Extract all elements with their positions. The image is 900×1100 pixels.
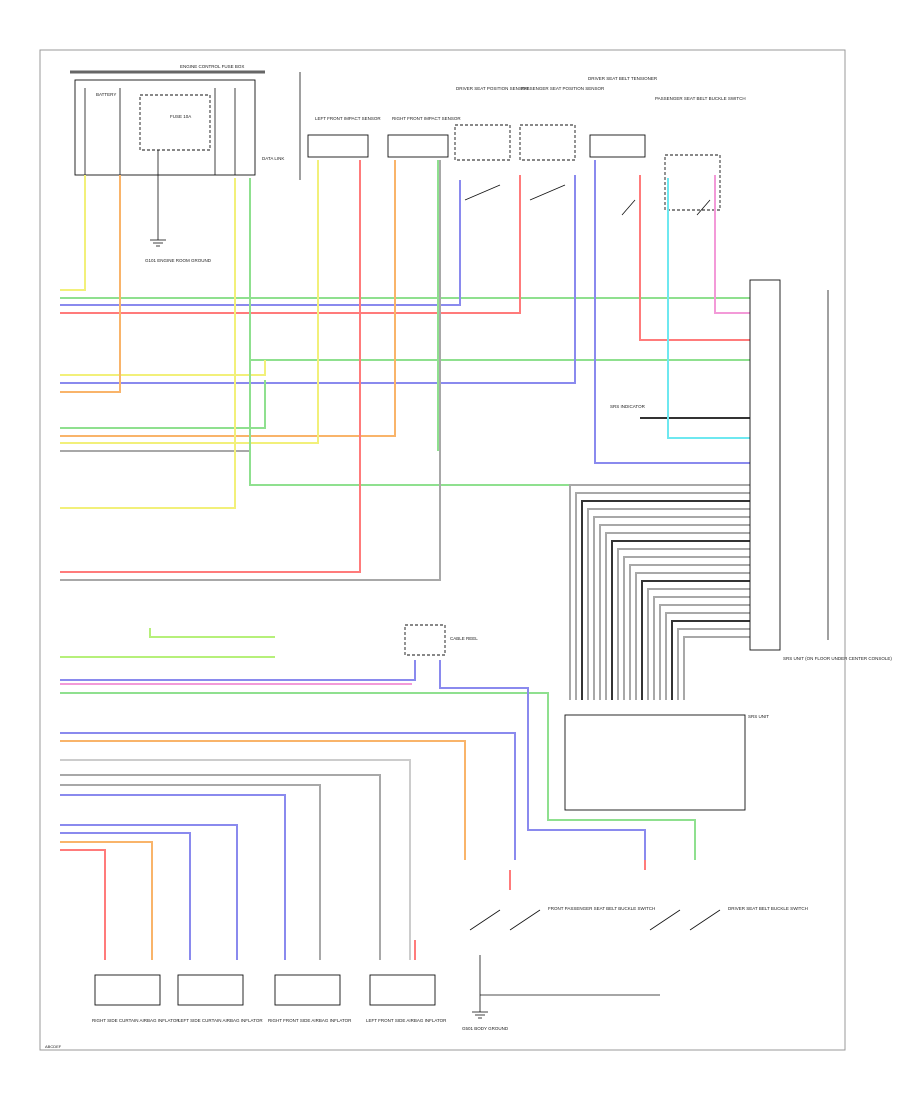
wire-red-37	[60, 849, 106, 960]
buckle-switches: FRONT PASSENGER SEAT BELT BUCKLE SWITCH …	[462, 906, 808, 1031]
srs-fan-wire-17	[671, 620, 760, 700]
sensor-label-4: DRIVER SEAT BELT TENSIONER	[588, 76, 658, 81]
wire-blue-34	[60, 824, 238, 960]
wire-blue-35	[60, 832, 191, 960]
srs-fan-wire-9	[623, 556, 760, 700]
wire-gray-18	[60, 160, 441, 581]
sensor-label-1: RIGHT FRONT IMPACT SENSOR	[392, 116, 461, 121]
srs-fan-wire-0	[569, 484, 760, 700]
sensor-label-3: PASSENGER SEAT POSITION SENSOR	[521, 86, 605, 91]
wire-orange-9	[60, 175, 121, 393]
wire-yellow-16	[60, 178, 236, 509]
impact-sensors: LEFT FRONT IMPACT SENSOR RIGHT FRONT IMP…	[307, 76, 746, 216]
srs-indicator-label: SRS INDICATOR	[610, 404, 646, 409]
wire-yellow-7	[60, 360, 266, 376]
front-pass-buckle-label: FRONT PASSENGER SEAT BELT BUCKLE SWITCH	[548, 906, 655, 911]
clock-spring-label: CABLE REEL	[450, 636, 478, 641]
bat-label: BATTERY	[96, 92, 116, 97]
wire-blue-28	[60, 732, 516, 860]
driver-seat-belt-tensioner	[589, 134, 646, 158]
srs-fan-wire-3	[587, 508, 760, 700]
srs-fan-wire-16	[665, 612, 760, 700]
cable-reel-box	[404, 624, 446, 656]
wire-green-10	[60, 380, 266, 429]
fuse-label: FUSE 10A	[170, 114, 191, 119]
srs-fan-wire-4	[593, 516, 760, 700]
wire-yellow-0	[60, 175, 86, 291]
srs-unit-connector: SRS UNIT (ON FLOOR UNDER CENTER CONSOLE)…	[610, 279, 892, 661]
wire-blue-21	[594, 160, 760, 464]
srs-fan-wire-6	[605, 532, 760, 700]
driver-seat-position-sensor	[454, 124, 511, 161]
fuse-module	[139, 94, 211, 151]
wire-blue-33	[60, 794, 286, 960]
right-front-impact-sensor	[387, 134, 449, 158]
wire-orange-36	[60, 841, 153, 960]
wire-lime-22	[149, 628, 275, 638]
wire-ltgray-30	[60, 759, 411, 960]
srs-fan-wire-7	[611, 540, 760, 700]
srs-fan-wire-8	[617, 548, 760, 700]
srs-fan-wire-15	[659, 604, 760, 700]
fuse-box-label: ENGINE CONTROL FUSE BOX	[180, 64, 244, 69]
srs-fan-wire-11	[635, 572, 760, 700]
srs-fan-wire-12	[641, 580, 760, 700]
wire-blue-2	[60, 180, 461, 306]
srs-fan-wire-19	[683, 636, 760, 700]
wire-gray-32	[60, 784, 321, 960]
wire-red-17	[60, 160, 361, 573]
side-airbag-r-label: RIGHT FRONT SIDE AIRBAG INFLATOR	[268, 1018, 352, 1023]
cable-reel: CABLE REEL	[404, 624, 478, 656]
ecm-side-label: DATA LINK	[262, 156, 284, 161]
wire-orange-29	[60, 740, 466, 860]
wire-orange-11	[60, 160, 396, 437]
right-curtain-inflator	[94, 974, 161, 1006]
left-side-airbag-inflator	[369, 974, 436, 1006]
wire-cyan-20	[667, 178, 760, 439]
srs-fan-wire-13	[647, 588, 760, 700]
srs-unit-body	[564, 714, 746, 811]
srs-unit-label: SRS UNIT	[748, 714, 769, 719]
left-front-impact-sensor	[307, 134, 369, 158]
sensor-label-2: DRIVER SEAT POSITION SENSOR	[456, 86, 529, 91]
ground-left-label: G101 ENGINE ROOM GROUND	[145, 258, 212, 263]
wire-blue-24	[60, 660, 416, 681]
wire-blue-8	[60, 175, 576, 384]
right-side-airbag-inflator	[274, 974, 341, 1006]
sensor-label-5: PASSENGER SEAT BELT BUCKLE SWITCH	[655, 96, 746, 101]
side-airbag-l-label: LEFT FRONT SIDE AIRBAG INFLATOR	[366, 1018, 447, 1023]
srs-unit-side: SRS UNIT (ON FLOOR UNDER CENTER CONSOLE)	[783, 656, 892, 661]
srs-fan-wire-18	[677, 628, 760, 700]
corner-tag: ABCDEF	[45, 1044, 62, 1049]
sensor-label-0: LEFT FRONT IMPACT SENSOR	[315, 116, 381, 121]
srs-fan-wire-1	[575, 492, 760, 700]
passenger-seat-position-sensor	[519, 124, 576, 161]
srs-fan-wire-10	[629, 564, 760, 700]
wire-red-5	[639, 175, 760, 341]
wire-yellow-12	[60, 160, 319, 444]
inflators: RIGHT SIDE CURTAIN AIRBAG INFLATOR LEFT …	[92, 974, 447, 1023]
wire-green-26	[60, 692, 696, 860]
fuse-box: ENGINE CONTROL FUSE BOX FUSE 10A BATTERY…	[70, 64, 301, 263]
ground-bottom-label: G501 BODY GROUND	[462, 1026, 509, 1031]
srs-fan-wire-14	[653, 596, 760, 700]
srs-fan-wire-2	[581, 500, 760, 700]
wire-blue-27	[439, 660, 646, 860]
passenger-buckle-switch	[664, 154, 721, 211]
right-curtain-label: RIGHT SIDE CURTAIN AIRBAG INFLATOR	[92, 1018, 180, 1023]
wire-gray-31	[60, 774, 381, 960]
srs-connector-block	[749, 279, 781, 651]
left-curtain-inflator	[177, 974, 244, 1006]
srs-fan-wire-5	[599, 524, 760, 700]
wire-red-3	[60, 175, 521, 314]
left-curtain-label: LEFT SIDE CURTAIN AIRBAG INFLATOR	[178, 1018, 263, 1023]
srs-unit-lower: SRS UNIT	[564, 714, 769, 811]
wire-pink-4	[714, 175, 760, 314]
wires	[60, 160, 760, 960]
driver-buckle-label: DRIVER SEAT BELT BUCKLE SWITCH	[728, 906, 808, 911]
